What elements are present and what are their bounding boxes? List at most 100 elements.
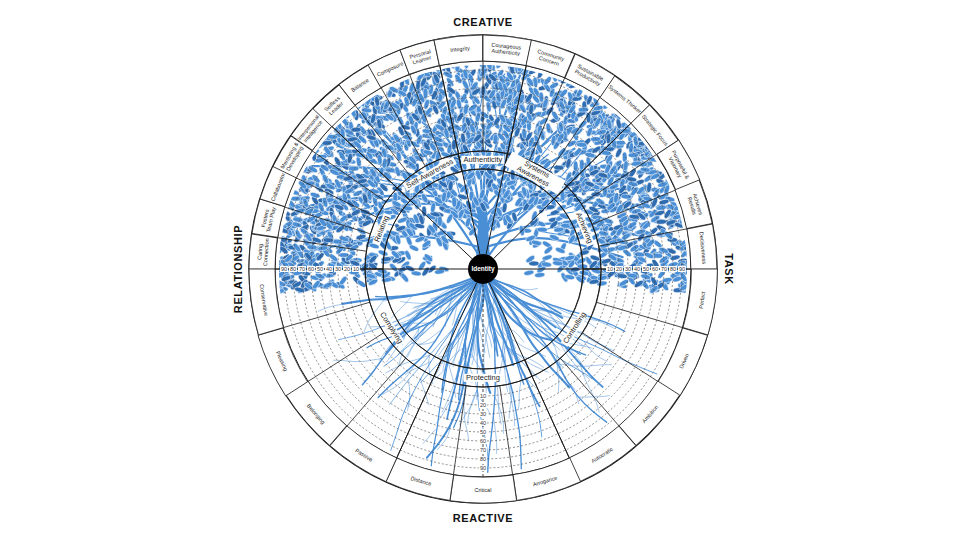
leaf bbox=[394, 166, 402, 177]
leaf bbox=[658, 246, 669, 254]
leaf bbox=[679, 262, 690, 272]
rootlet bbox=[333, 358, 382, 361]
leaf bbox=[573, 161, 578, 171]
branch bbox=[483, 200, 645, 225]
leaf bbox=[374, 96, 380, 107]
root bbox=[486, 275, 503, 357]
leaf bbox=[560, 190, 565, 201]
leaf bbox=[575, 275, 586, 285]
leaf bbox=[576, 142, 587, 147]
leaf bbox=[618, 278, 629, 287]
leaf bbox=[348, 166, 358, 171]
leaf bbox=[475, 169, 482, 180]
branch bbox=[312, 166, 483, 220]
leaf bbox=[527, 136, 535, 147]
leaf bbox=[579, 249, 590, 256]
rootlet bbox=[545, 346, 576, 390]
leaf bbox=[405, 227, 415, 238]
rootlet bbox=[450, 409, 458, 428]
rootlet bbox=[491, 299, 495, 330]
rootlet bbox=[416, 326, 444, 346]
rootlet bbox=[556, 356, 558, 392]
leaf bbox=[278, 245, 289, 255]
leaf bbox=[347, 153, 353, 164]
leaf bbox=[351, 127, 362, 132]
rootlet bbox=[517, 288, 538, 290]
leaf bbox=[292, 242, 302, 253]
leaf bbox=[378, 182, 389, 193]
leaf bbox=[395, 225, 406, 233]
leaf bbox=[434, 269, 445, 275]
leaf bbox=[552, 260, 563, 266]
rootlet bbox=[408, 287, 453, 317]
rootlet bbox=[567, 381, 579, 404]
rootlet bbox=[580, 364, 599, 413]
rootlet bbox=[472, 306, 474, 351]
branch bbox=[483, 75, 520, 217]
leaf bbox=[397, 125, 406, 136]
leaf bbox=[415, 134, 423, 145]
leaf bbox=[543, 245, 554, 255]
leaf bbox=[409, 124, 417, 135]
leaf bbox=[306, 216, 317, 227]
leaf bbox=[403, 96, 410, 107]
branch bbox=[483, 189, 656, 231]
rootlet bbox=[503, 332, 517, 357]
leaf bbox=[430, 202, 436, 213]
leaf bbox=[638, 141, 648, 146]
rootlet bbox=[442, 362, 460, 413]
leaf bbox=[377, 249, 388, 257]
leaf bbox=[487, 72, 498, 82]
leaf bbox=[564, 274, 575, 280]
rootlet bbox=[489, 321, 506, 343]
rootlet bbox=[406, 297, 453, 316]
leaf bbox=[553, 225, 564, 234]
leaf bbox=[553, 164, 564, 175]
leaf bbox=[421, 239, 432, 249]
rootlet bbox=[525, 291, 561, 330]
root bbox=[376, 275, 485, 297]
leaf bbox=[338, 235, 349, 243]
leaf bbox=[542, 75, 552, 86]
root bbox=[485, 275, 606, 422]
leaf bbox=[467, 226, 478, 237]
rootlet bbox=[539, 329, 561, 350]
rootlet bbox=[452, 293, 462, 326]
leaf bbox=[290, 196, 300, 201]
leaf bbox=[493, 134, 498, 145]
leaf bbox=[454, 73, 464, 84]
leaf bbox=[523, 269, 534, 276]
leaf bbox=[555, 246, 566, 254]
leaf bbox=[370, 113, 377, 124]
root bbox=[486, 275, 596, 381]
leaf bbox=[461, 79, 470, 90]
leaf bbox=[414, 235, 425, 243]
leaf bbox=[615, 118, 622, 129]
leaf bbox=[549, 233, 560, 241]
rootlet bbox=[512, 313, 526, 333]
leaf bbox=[509, 63, 516, 74]
leaf bbox=[465, 171, 476, 181]
leaf bbox=[427, 224, 437, 235]
leaf bbox=[518, 103, 528, 114]
leaf bbox=[291, 221, 302, 228]
rootlet bbox=[449, 347, 464, 362]
leaf bbox=[534, 272, 545, 278]
leaf bbox=[617, 273, 628, 279]
leaf bbox=[531, 239, 542, 246]
leaf bbox=[627, 273, 638, 279]
rootlet bbox=[584, 341, 608, 361]
branch bbox=[429, 171, 483, 251]
root bbox=[486, 275, 561, 314]
leaf bbox=[541, 262, 552, 268]
leaf bbox=[448, 181, 454, 192]
leaf bbox=[606, 201, 617, 211]
leaf bbox=[322, 281, 333, 289]
leaf bbox=[566, 139, 577, 148]
leaf bbox=[588, 259, 599, 270]
leaf bbox=[434, 123, 445, 132]
tree-leaves bbox=[272, 58, 696, 295]
leaf bbox=[502, 202, 508, 213]
rootlet bbox=[503, 340, 540, 380]
leaf bbox=[452, 197, 457, 208]
